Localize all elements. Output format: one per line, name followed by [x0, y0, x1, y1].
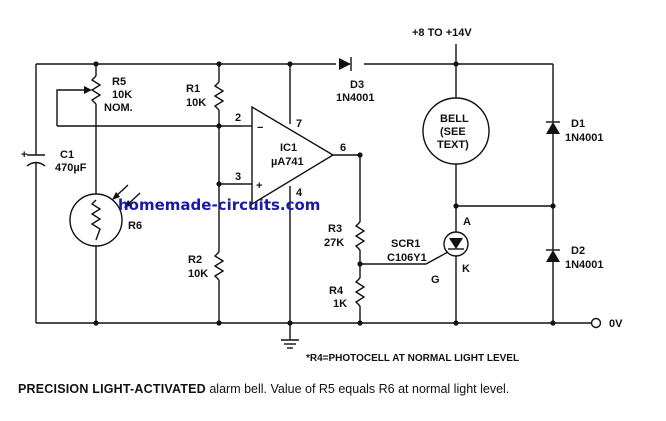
bell [422, 64, 490, 232]
d2-value: 1N4001 [565, 259, 604, 271]
r2-value: 10K [188, 268, 208, 280]
r3-value: 27K [324, 237, 344, 249]
ic1-pin-3: 3 [235, 171, 241, 183]
scr1-anode: A [463, 216, 471, 228]
d1-diode [546, 64, 560, 206]
svg-text:+: + [256, 180, 262, 192]
r2-ref: R2 [188, 254, 202, 266]
supply-rail [36, 44, 553, 65]
r6-photocell [69, 184, 141, 247]
scr1-value: C106Y1 [387, 252, 427, 264]
ic1-pin-2: 2 [235, 112, 241, 124]
scr1-ref: SCR1 [391, 238, 420, 250]
caption-text: alarm bell. Value of R5 equals R6 at nor… [205, 382, 510, 396]
bell-line1: BELL [440, 113, 469, 125]
r6-ref: R6 [128, 220, 142, 232]
scr1-thyristor [360, 231, 469, 323]
svg-text:−: − [257, 122, 263, 134]
ground-rail [36, 317, 602, 329]
schematic-diagram: +8 TO +14V 0V + C1 470µF R5 10K NOM. R6 [21, 27, 623, 364]
r5-note: NOM. [104, 102, 133, 114]
caption-lead: PRECISION LIGHT-ACTIVATED [18, 382, 206, 396]
bell-line2: (SEE [440, 126, 466, 138]
c1-ref: C1 [60, 149, 74, 161]
svg-text:+: + [21, 149, 27, 161]
r5-potentiometer [56, 64, 242, 323]
junction-dots [93, 61, 556, 326]
ic1-opamp: − + [242, 64, 360, 340]
photocell-note: *R4=PHOTOCELL AT NORMAL LIGHT LEVEL [306, 353, 519, 364]
d1-ref: D1 [571, 118, 585, 130]
watermark: homemade-circuits.com [118, 196, 320, 214]
ic1-ref: IC1 [280, 142, 297, 154]
c1-value: 470µF [55, 162, 87, 174]
c1-capacitor: + [21, 64, 46, 323]
r5-ref: R5 [112, 76, 126, 88]
d2-diode [546, 206, 560, 323]
r4-value: 1K [333, 298, 347, 310]
d2-ref: D2 [571, 245, 585, 257]
r1-ref: R1 [186, 83, 200, 95]
d3-diode [339, 57, 352, 71]
ic1-pin-7: 7 [296, 118, 302, 130]
d3-ref: D3 [350, 79, 364, 91]
r3-resistor [354, 155, 366, 251]
r4-ref: R4 [329, 285, 344, 297]
r1-value: 10K [186, 97, 206, 109]
figure-caption: PRECISION LIGHT-ACTIVATED alarm bell. Va… [18, 380, 654, 398]
r3-ref: R3 [328, 223, 342, 235]
ground-label: 0V [609, 318, 623, 330]
d3-value: 1N4001 [336, 92, 375, 104]
ground-terminal [590, 317, 602, 329]
ground-symbol [281, 339, 299, 349]
r4-resistor [354, 250, 366, 323]
supply-label: +8 TO +14V [412, 27, 472, 39]
r1-resistor [213, 64, 225, 184]
d1-value: 1N4001 [565, 132, 604, 144]
bell-line3: TEXT) [437, 139, 469, 151]
r5-value: 10K [112, 89, 132, 101]
scr1-cathode: K [462, 263, 470, 275]
ic1-value: µA741 [271, 156, 304, 168]
ic1-pin-4: 4 [296, 187, 303, 199]
scr1-gate: G [431, 274, 440, 286]
r2-resistor [213, 183, 242, 323]
ic1-pin-6: 6 [340, 142, 346, 154]
